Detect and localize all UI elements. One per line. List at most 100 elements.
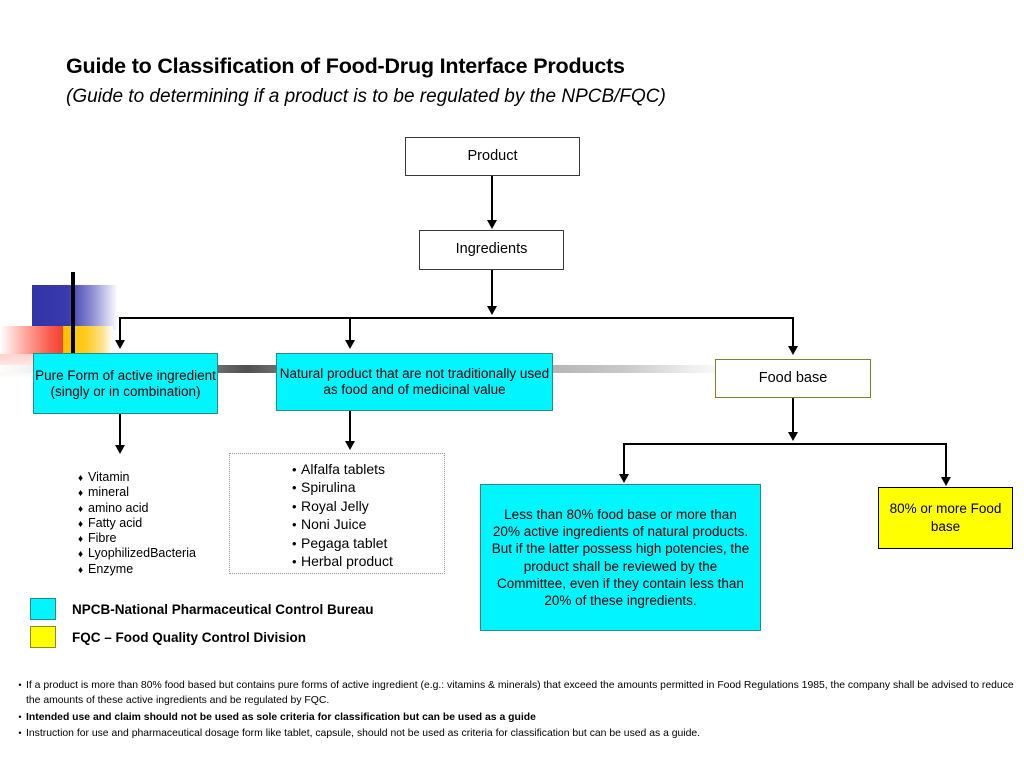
diamond-bullet-icon: ♦ [78, 549, 84, 561]
edge-bar1-to-natural-arrow [345, 340, 355, 349]
list-item-label: Enzyme [88, 561, 134, 576]
list-item-label: Spirulina [301, 479, 356, 496]
edge-bar1-to-pure [119, 317, 121, 341]
list-item-label: Herbal product [301, 553, 393, 570]
list-item-label: Fibre [88, 531, 117, 545]
node-food-base-label: Food base [758, 369, 828, 386]
node-more-than-80-label: 80% or more Food base [889, 501, 1002, 534]
node-pure-form-label: Pure Form of active ingredient (singly o… [35, 367, 216, 399]
legend-item-fqc: FQC – Food Quality Control Division [30, 626, 306, 648]
footnote-row: • If a product is more than 80% food base… [14, 679, 1014, 709]
edge-bar1-to-foodbase-arrow [788, 346, 798, 355]
list-item-label: Noni Juice [301, 516, 367, 533]
round-bullet-icon: • [292, 554, 297, 570]
node-ingredients[interactable]: Ingredients [419, 230, 564, 270]
edge-pure-to-list-arrow [115, 445, 125, 454]
edge-ingredients-stem [491, 270, 493, 308]
logo-blue-block-icon [32, 285, 118, 330]
edge-pure-to-list [119, 414, 121, 446]
list-item-label: Alfalfa tablets [301, 461, 386, 477]
edge-distribution-bar-1 [119, 317, 794, 319]
list-item: •Royal Jelly [292, 497, 444, 515]
decor-bar-left [0, 365, 34, 373]
footnote-text: If a product is more than 80% food based… [26, 680, 1014, 706]
page-title: Guide to Classification of Food-Drug Int… [66, 54, 625, 78]
diamond-bullet-icon: ♦ [78, 518, 84, 530]
footnote-text: Instruction for use and pharmaceutical d… [26, 728, 701, 740]
node-less-than-80[interactable]: Less than 80% food base or more than 20%… [480, 484, 761, 631]
connector-bar-dark [217, 365, 277, 373]
footnote-bullet-icon: • [18, 680, 22, 690]
edge-distribution-bar-2 [623, 443, 947, 445]
list-item: • Alfalfa tablets [292, 460, 444, 478]
legend-swatch-npcb-icon [30, 598, 56, 620]
diamond-bullet-icon: ♦ [78, 488, 84, 500]
list-item: ♦ Fibre [78, 531, 196, 546]
footnotes-list: • If a product is more than 80% food base… [14, 679, 1014, 744]
page-subtitle: (Guide to determining if a product is to… [66, 86, 666, 107]
edge-bar1-to-pure-arrow [115, 340, 125, 349]
list-item-label: Fatty acid [88, 515, 143, 530]
list-item: ♦ Enzyme [78, 562, 196, 577]
legend-label-fqc: FQC – Food Quality Control Division [72, 629, 307, 645]
list-item: •Pegaga tablet [292, 534, 444, 552]
node-product-label: Product [467, 147, 518, 164]
list-item-label: amino acid [88, 500, 149, 515]
node-product[interactable]: Product [405, 137, 580, 176]
legend-item-npcb: NPCB-National Pharmaceutical Control Bur… [30, 598, 374, 620]
diamond-bullet-icon: ♦ [78, 534, 84, 545]
logo-vertical-bar-icon [71, 272, 75, 354]
node-food-base[interactable]: Food base [715, 359, 871, 398]
list-item-label: Royal Jelly [301, 497, 369, 514]
list-item-label: LyophilizedBacteria [88, 546, 196, 561]
node-ingredients-label: Ingredients [455, 241, 528, 258]
edge-ingredients-stem-arrow [487, 306, 497, 315]
diamond-bullet-icon: ♦ [78, 564, 84, 576]
edge-bar2-to-less80 [623, 443, 625, 475]
round-bullet-icon: • [292, 535, 297, 551]
node-more-than-80[interactable]: 80% or more Food base [878, 487, 1013, 549]
round-bullet-icon: • [292, 498, 297, 514]
connector-bar-light [552, 365, 716, 373]
list-item-label: mineral [88, 485, 129, 500]
list-item-label: Pegaga tablet [301, 534, 388, 551]
round-bullet-icon: • [292, 462, 297, 477]
edge-bar2-to-more80-arrow [941, 477, 951, 486]
edge-foodbase-stem [792, 398, 794, 434]
edge-product-to-ingredients-arrow [487, 220, 497, 229]
edge-natural-to-list [349, 411, 351, 442]
footnote-bullet-icon: • [18, 728, 22, 739]
node-pure-form[interactable]: Pure Form of active ingredient (singly o… [33, 353, 218, 414]
round-bullet-icon: • [292, 480, 297, 496]
footnote-bullet-icon: • [18, 711, 22, 722]
list-item: ♦ Vitamin [78, 470, 196, 485]
list-item: ♦ mineral [78, 485, 196, 500]
edge-natural-to-list-arrow [345, 441, 355, 450]
pure-form-examples-list: ♦ Vitamin ♦ mineral ♦ amino acid ♦ Fatty acid ♦ F… [78, 470, 196, 577]
list-item: •Noni Juice [292, 515, 444, 533]
list-item: •Spirulina [292, 478, 444, 496]
legend-swatch-fqc-icon [30, 626, 56, 648]
edge-bar2-to-less80-arrow [619, 474, 629, 483]
legend-label-npcb: NPCB-National Pharmaceutical Control Bur… [72, 601, 374, 617]
diamond-bullet-icon: ♦ [78, 473, 84, 484]
node-less-than-80-label: Less than 80% food base or more than 20%… [491, 506, 750, 609]
edge-bar1-to-natural [349, 317, 351, 341]
edge-bar1-to-foodbase [792, 317, 794, 347]
diamond-bullet-icon: ♦ [78, 503, 84, 515]
list-item: ♦ LyophilizedBacteria [78, 546, 196, 561]
list-item: ♦ amino acid [78, 501, 196, 516]
edge-product-to-ingredients [491, 176, 493, 221]
logo-red-block-icon [0, 326, 64, 354]
list-item: •Herbal product [292, 552, 444, 570]
round-bullet-icon: • [292, 517, 297, 533]
node-natural-product-label: Natural product that are not traditional… [279, 366, 550, 397]
list-item-label: Vitamin [88, 470, 130, 484]
node-natural-product[interactable]: Natural product that are not traditional… [276, 353, 553, 411]
natural-product-examples-list: •Alfalfa tablets•Spirulina•Royal Jelly•N… [229, 453, 445, 574]
footnote-row: • Instruction for use and pharmaceutical … [14, 727, 1014, 742]
list-item: ♦ Fatty acid [78, 516, 196, 531]
footnote-row: •Intended use and claim should not be us… [14, 711, 1014, 726]
edge-bar2-to-more80 [945, 443, 947, 478]
